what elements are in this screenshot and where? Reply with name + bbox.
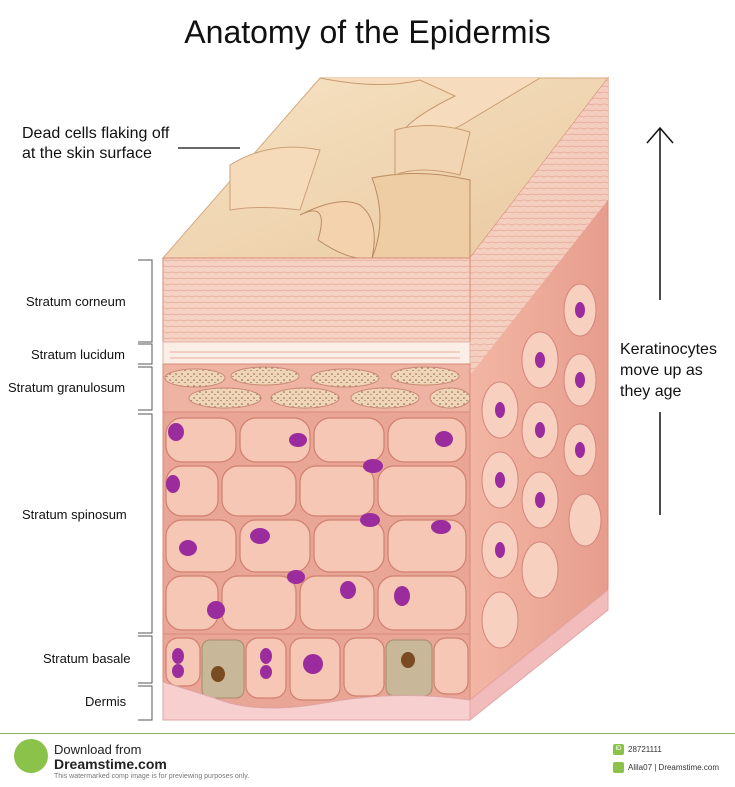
arrow-note-line-1: Keratinocytes <box>620 341 717 358</box>
author-icon <box>613 762 624 773</box>
arrow-note-line-2: move up as <box>620 362 703 379</box>
footer-bar: Download from Dreamstime.com This waterm… <box>0 733 735 787</box>
id-icon: ID <box>613 744 624 755</box>
epidermis-block-illustration <box>138 76 674 722</box>
label-stratum-spinosum: Stratum spinosum <box>22 507 127 522</box>
footer-download-text: Download from <box>54 742 142 757</box>
label-stratum-granulosum: Stratum granulosum <box>8 380 126 395</box>
cube-side-face <box>469 76 609 702</box>
diagram-title: Anatomy of the Epidermis <box>184 14 551 50</box>
label-stratum-lucidum: Stratum lucidum <box>31 347 125 362</box>
upward-arrow <box>646 126 674 515</box>
dreamstime-logo-icon <box>14 739 48 773</box>
callout-top-line-1: Dead cells flaking off <box>22 125 170 142</box>
arrow-note-line-3: they age <box>620 383 682 400</box>
callout-top-line-2: at the skin surface <box>22 145 152 162</box>
footer-notice: This watermarked comp image is for previ… <box>54 773 250 780</box>
footer-site-link[interactable]: Dreamstime.com <box>54 756 167 772</box>
layer-brackets <box>138 259 153 721</box>
front-face <box>162 257 609 722</box>
label-dermis: Dermis <box>85 694 127 709</box>
footer-author: Alila07 | Dreamstime.com <box>628 763 719 772</box>
label-stratum-corneum: Stratum corneum <box>26 294 126 309</box>
label-stratum-basale: Stratum basale <box>43 651 131 666</box>
footer-image-id: 28721111 <box>628 745 662 754</box>
